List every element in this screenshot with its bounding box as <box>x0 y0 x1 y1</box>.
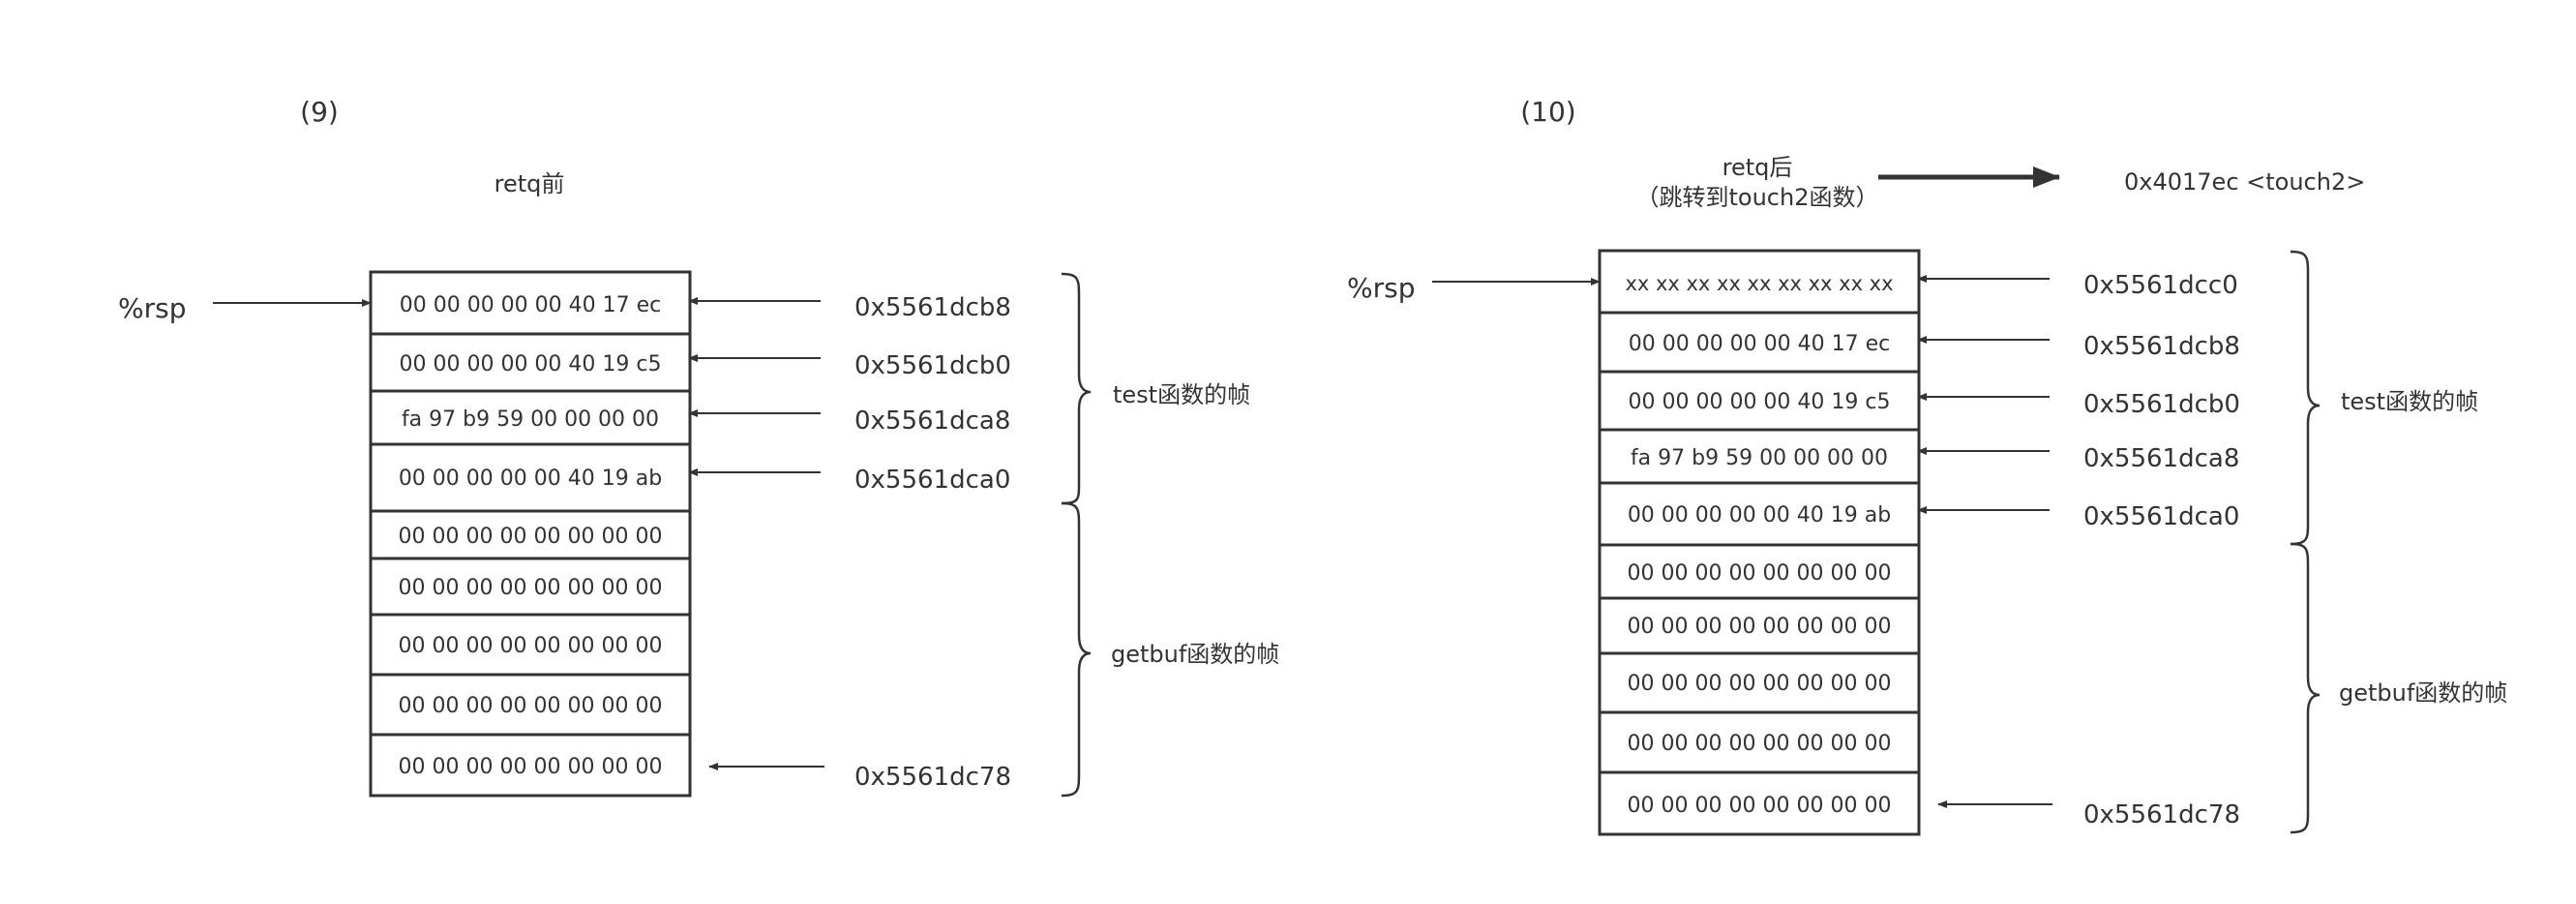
address-label: 0x5561dca8 <box>854 407 1010 436</box>
frame-label: test函数的帧 <box>2341 388 2478 415</box>
stack-cell: 00 00 00 00 00 40 19 c5 <box>1598 370 1921 432</box>
stack-cell: 00 00 00 00 00 40 19 ab <box>369 442 692 513</box>
cell-bytes: 00 00 00 00 00 40 19 c5 <box>1628 390 1890 414</box>
cell-bytes: xx xx xx xx xx xx xx xx xx <box>1625 272 1893 295</box>
frame-brace-test <box>1061 272 1092 505</box>
jump-target: 0x4017ec <touch2> <box>2124 168 2365 196</box>
frame-label: getbuf函数的帧 <box>1111 641 1279 668</box>
panel-subtitle: （跳转到touch2函数） <box>1636 184 1879 211</box>
stack-cell: 00 00 00 00 00 00 00 00 <box>369 509 692 560</box>
stack-cell: 00 00 00 00 00 00 00 00 <box>1598 770 1921 836</box>
cell-bytes: 00 00 00 00 00 00 00 00 <box>399 525 663 549</box>
stack-cell: fa 97 b9 59 00 00 00 00 <box>369 389 692 446</box>
panel-title: retq前 <box>494 170 565 197</box>
stack-cell: fa 97 b9 59 00 00 00 00 <box>1598 428 1921 485</box>
cell-bytes: 00 00 00 00 00 40 19 c5 <box>399 352 661 377</box>
cell-bytes: 00 00 00 00 00 40 17 ec <box>400 293 662 317</box>
cell-bytes: 00 00 00 00 00 40 19 ab <box>399 467 662 491</box>
cell-bytes: 00 00 00 00 00 00 00 00 <box>399 576 663 600</box>
panel-10: (10) retq后 （跳转到touch2函数） 0x4017ec <touch… <box>1347 96 2507 836</box>
cell-bytes: 00 00 00 00 00 00 00 00 <box>1628 794 1892 818</box>
stack-cell: 00 00 00 00 00 00 00 00 <box>1598 710 1921 774</box>
address-label: 0x5561dcb8 <box>2083 332 2240 361</box>
rsp-label: %rsp <box>118 292 186 324</box>
frame-brace-getbuf <box>2290 542 2321 834</box>
cell-bytes: fa 97 b9 59 00 00 00 00 <box>402 407 659 432</box>
address-label: 0x5561dca0 <box>854 466 1010 495</box>
panel-title: retq后 <box>1722 154 1793 181</box>
cell-bytes: 00 00 00 00 00 00 00 00 <box>399 634 663 658</box>
cell-bytes: 00 00 00 00 00 00 00 00 <box>1628 561 1892 586</box>
address-pointers: 0x5561dcc0 0x5561dcb8 0x5561dcb0 0x5561d… <box>1917 271 2240 829</box>
cell-bytes: 00 00 00 00 00 00 00 00 <box>1628 732 1892 756</box>
address-label: 0x5561dcb8 <box>854 293 1011 322</box>
stack-cell: 00 00 00 00 00 00 00 00 <box>1598 651 1921 714</box>
stack-cell: 00 00 00 00 00 00 00 00 <box>369 673 692 737</box>
cell-bytes: 00 00 00 00 00 00 00 00 <box>1628 672 1892 696</box>
cell-bytes: 00 00 00 00 00 40 19 ab <box>1628 503 1891 527</box>
cell-bytes: fa 97 b9 59 00 00 00 00 <box>1631 446 1888 470</box>
cell-bytes: 00 00 00 00 00 40 17 ec <box>1629 332 1891 356</box>
stack-cell: 00 00 00 00 00 40 19 ab <box>1598 481 1921 547</box>
stack-cells: 00 00 00 00 00 40 17 ec 00 00 00 00 00 4… <box>369 270 692 798</box>
address-label: 0x5561dcb0 <box>2083 390 2240 419</box>
address-pointers: 0x5561dcb8 0x5561dcb0 0x5561dca8 0x5561d… <box>688 293 1011 792</box>
frame-label: test函数的帧 <box>1113 381 1250 408</box>
stack-cell: 00 00 00 00 00 40 17 ec <box>1598 311 1921 374</box>
cell-bytes: 00 00 00 00 00 00 00 00 <box>399 755 663 779</box>
stack-cell: xx xx xx xx xx xx xx xx xx <box>1598 249 1921 315</box>
cell-bytes: 00 00 00 00 00 00 00 00 <box>399 694 663 718</box>
stack-cell: 00 00 00 00 00 00 00 00 <box>369 557 692 617</box>
frame-brace-getbuf <box>1061 501 1092 798</box>
frame-brace-test <box>2290 250 2321 546</box>
stack-cell: 00 00 00 00 00 00 00 00 <box>369 733 692 798</box>
address-label: 0x5561dcb0 <box>854 351 1011 380</box>
stack-cell: 00 00 00 00 00 40 19 c5 <box>369 332 692 393</box>
panel-label: (9) <box>300 96 339 128</box>
cell-bytes: 00 00 00 00 00 00 00 00 <box>1628 615 1892 639</box>
stack-cell: 00 00 00 00 00 40 17 ec <box>369 270 692 336</box>
stack-cells: xx xx xx xx xx xx xx xx xx 00 00 00 00 0… <box>1598 249 1921 836</box>
address-label: 0x5561dca8 <box>2083 444 2239 473</box>
address-label: 0x5561dcc0 <box>2083 271 2238 300</box>
panel-label: (10) <box>1520 96 1575 128</box>
address-label: 0x5561dca0 <box>2083 502 2239 531</box>
frame-label: getbuf函数的帧 <box>2339 679 2507 707</box>
stack-cell: 00 00 00 00 00 00 00 00 <box>1598 596 1921 655</box>
panel-9: (9) retq前 %rsp 00 00 00 00 00 40 17 ec 0… <box>118 96 1279 798</box>
stack-cell: 00 00 00 00 00 00 00 00 <box>1598 543 1921 600</box>
rsp-label: %rsp <box>1347 272 1415 304</box>
address-label: 0x5561dc78 <box>854 763 1011 792</box>
stack-cell: 00 00 00 00 00 00 00 00 <box>369 613 692 677</box>
address-label: 0x5561dc78 <box>2083 800 2240 829</box>
